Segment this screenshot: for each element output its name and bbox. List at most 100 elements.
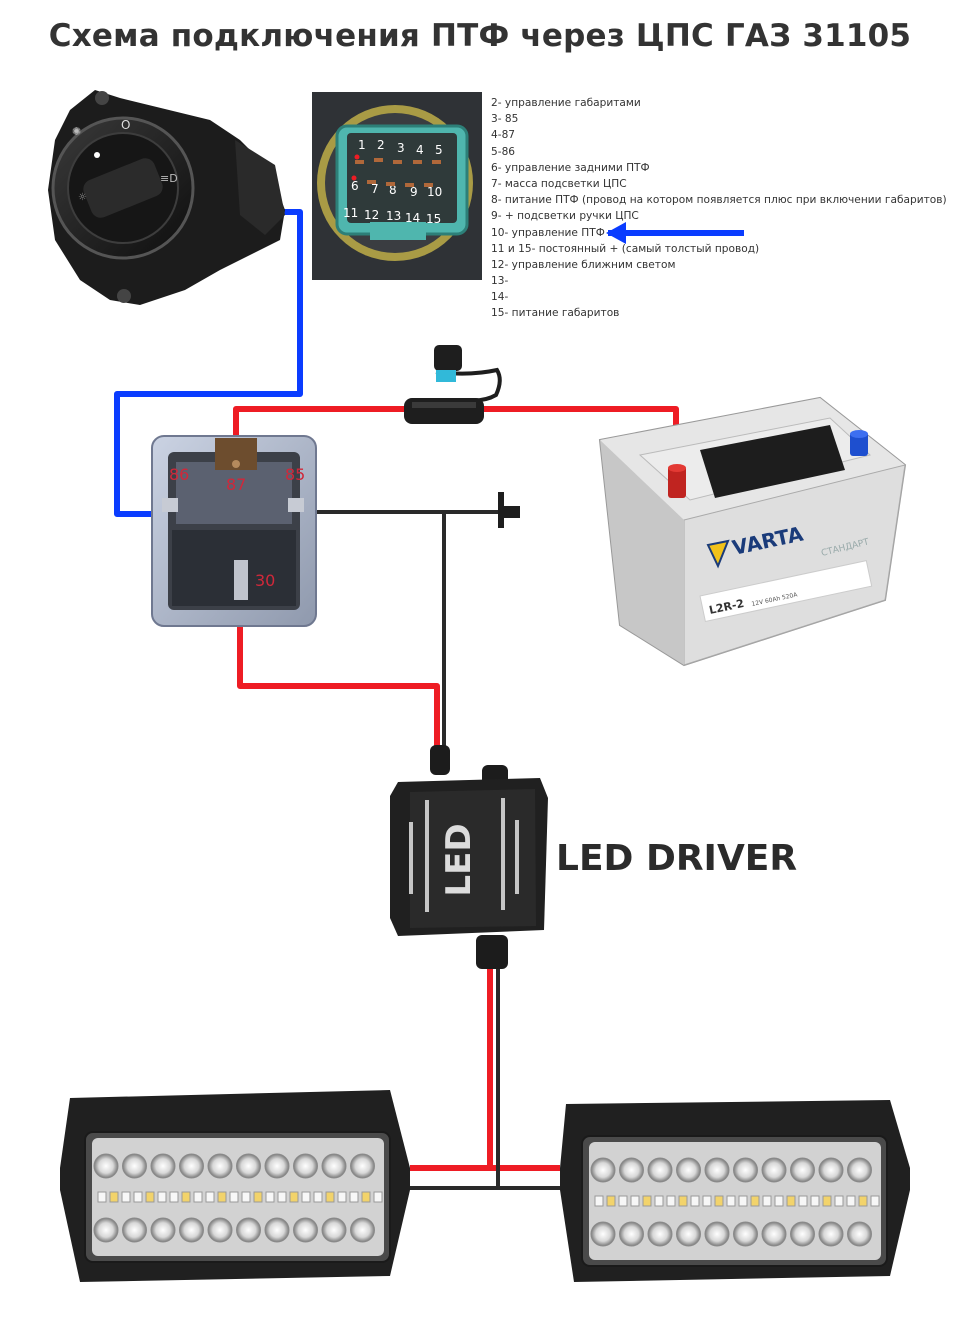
pin-description-item: 3- 85 — [491, 113, 519, 126]
connector-pin-10: 10 — [427, 185, 442, 199]
led-lens-icon — [818, 1221, 844, 1247]
relay-icon: 86 87 85 30 — [151, 435, 317, 627]
led-lens-icon — [150, 1217, 176, 1243]
led-chip-icon — [289, 1191, 299, 1203]
led-lens-icon — [179, 1217, 204, 1243]
pin-description-list: 2- управление габаритами 3- 85 4-87 5-86… — [491, 95, 951, 322]
connector-icon: 1 2 3 4 5 6 7 8 9 10 11 12 13 14 15 — [312, 92, 482, 280]
led-chip-icon — [666, 1195, 676, 1207]
led-lens-icon — [207, 1217, 233, 1243]
led-chip-icon — [121, 1191, 131, 1203]
pin-description-item: 15- питание габаритов — [491, 307, 620, 320]
led-lens-icon — [264, 1217, 290, 1243]
led-chip-icon — [169, 1191, 179, 1203]
headlight-switch-icon: O ✺ ≡D ☼ — [48, 90, 285, 305]
pin-description-item: 11 и 15- постоянный + (самый толстый про… — [491, 242, 760, 255]
led-chip-icon — [702, 1195, 712, 1207]
pin-description-item: 12- управление ближним светом — [491, 258, 676, 271]
led-chip-icon — [810, 1195, 820, 1207]
led-lens-icon — [207, 1153, 233, 1179]
connector-pin-1: 1 — [358, 138, 366, 152]
wire-ground-black — [314, 510, 560, 1190]
led-chip-icon — [858, 1195, 868, 1207]
connector-pin-14: 14 — [405, 211, 420, 225]
relay-pin-86: 86 — [169, 465, 189, 484]
led-chip-icon — [133, 1191, 143, 1203]
connector-pin-8: 8 — [389, 183, 397, 197]
battery-icon: VARTA СТАНДАРТ L2R-2 12V 60Ah 520A — [598, 396, 907, 667]
led-driver-label: LED DRIVER — [556, 838, 798, 879]
led-lens-icon — [350, 1217, 375, 1243]
led-chip-icon — [193, 1191, 203, 1203]
led-lens-icon — [93, 1153, 119, 1179]
led-lens-icon — [704, 1221, 730, 1247]
led-lens-icon — [847, 1157, 872, 1183]
pin-description-item: 5-86 — [491, 145, 516, 158]
led-lens-icon — [93, 1217, 119, 1243]
led-chip-icon — [277, 1191, 287, 1203]
pin-description-item: 13- — [491, 275, 509, 288]
led-chip-icon — [181, 1191, 191, 1203]
connector-pin-2: 2 — [377, 138, 385, 152]
led-chip-icon — [786, 1195, 796, 1207]
led-lens-icon — [619, 1157, 644, 1183]
connector-pin-4: 4 — [416, 143, 424, 157]
led-lens-icon — [122, 1217, 147, 1243]
led-lens-icon — [790, 1157, 815, 1183]
led-chip-icon — [253, 1191, 263, 1203]
led-lens-icon — [818, 1157, 844, 1183]
led-chip-icon — [265, 1191, 275, 1203]
led-chip-icon — [774, 1195, 784, 1207]
led-lens-icon — [590, 1221, 616, 1247]
led-lens-icon — [350, 1153, 375, 1179]
led-chip-icon — [726, 1195, 736, 1207]
connector-pin-5: 5 — [435, 143, 443, 157]
connector-pin-6: 6 — [351, 179, 359, 193]
led-lens-icon — [122, 1153, 147, 1179]
led-chip-icon — [798, 1195, 808, 1207]
led-chip-icon — [301, 1191, 311, 1203]
connector-pin-7: 7 — [371, 182, 379, 196]
led-chip-icon — [157, 1191, 167, 1203]
led-chip-icon — [217, 1191, 227, 1203]
wire-control-blue — [114, 209, 744, 517]
led-lens-icon — [647, 1221, 673, 1247]
led-chip-icon — [373, 1191, 383, 1203]
led-lens-icon — [321, 1153, 347, 1179]
pin-description-item: 7- масса подсветки ЦПС — [491, 177, 627, 190]
svg-text:☼: ☼ — [78, 192, 87, 203]
led-chip-icon — [750, 1195, 760, 1207]
led-chip-icon — [690, 1195, 700, 1207]
svg-text:O: O — [121, 118, 130, 132]
led-lens-icon — [676, 1221, 701, 1247]
led-lens-icon — [733, 1157, 758, 1183]
led-lens-icon — [761, 1157, 787, 1183]
led-lens-icon — [704, 1157, 730, 1183]
fog-light-right-icon — [560, 1100, 910, 1282]
led-chip-icon — [642, 1195, 652, 1207]
led-chip-icon — [145, 1191, 155, 1203]
connector-pin-15: 15 — [426, 212, 441, 226]
led-lens-icon — [293, 1217, 318, 1243]
svg-text:✺: ✺ — [72, 125, 81, 138]
pin-description-item: 4-87 — [491, 129, 516, 142]
page-title: Схема подключения ПТФ через ЦПС ГАЗ 3110… — [48, 18, 912, 54]
pin-description-item: 6- управление задними ПТФ — [491, 161, 650, 174]
led-driver-icon: LED — [390, 745, 548, 969]
pin-description-item: 10- управление ПТФ — [491, 226, 605, 239]
led-chip-icon — [834, 1195, 844, 1207]
connector-pin-12: 12 — [364, 208, 379, 222]
led-chip-icon — [678, 1195, 688, 1207]
relay-pin-87: 87 — [226, 475, 246, 494]
led-chip-icon — [630, 1195, 640, 1207]
led-chip-icon — [229, 1191, 239, 1203]
led-lens-icon — [761, 1221, 787, 1247]
led-chip-icon — [846, 1195, 856, 1207]
led-chip-icon — [313, 1191, 323, 1203]
pin-description-item: 9- + подсветки ручки ЦПС — [491, 210, 639, 223]
led-lens-icon — [676, 1157, 701, 1183]
led-lens-icon — [847, 1221, 872, 1247]
relay-pin-30: 30 — [255, 571, 275, 590]
